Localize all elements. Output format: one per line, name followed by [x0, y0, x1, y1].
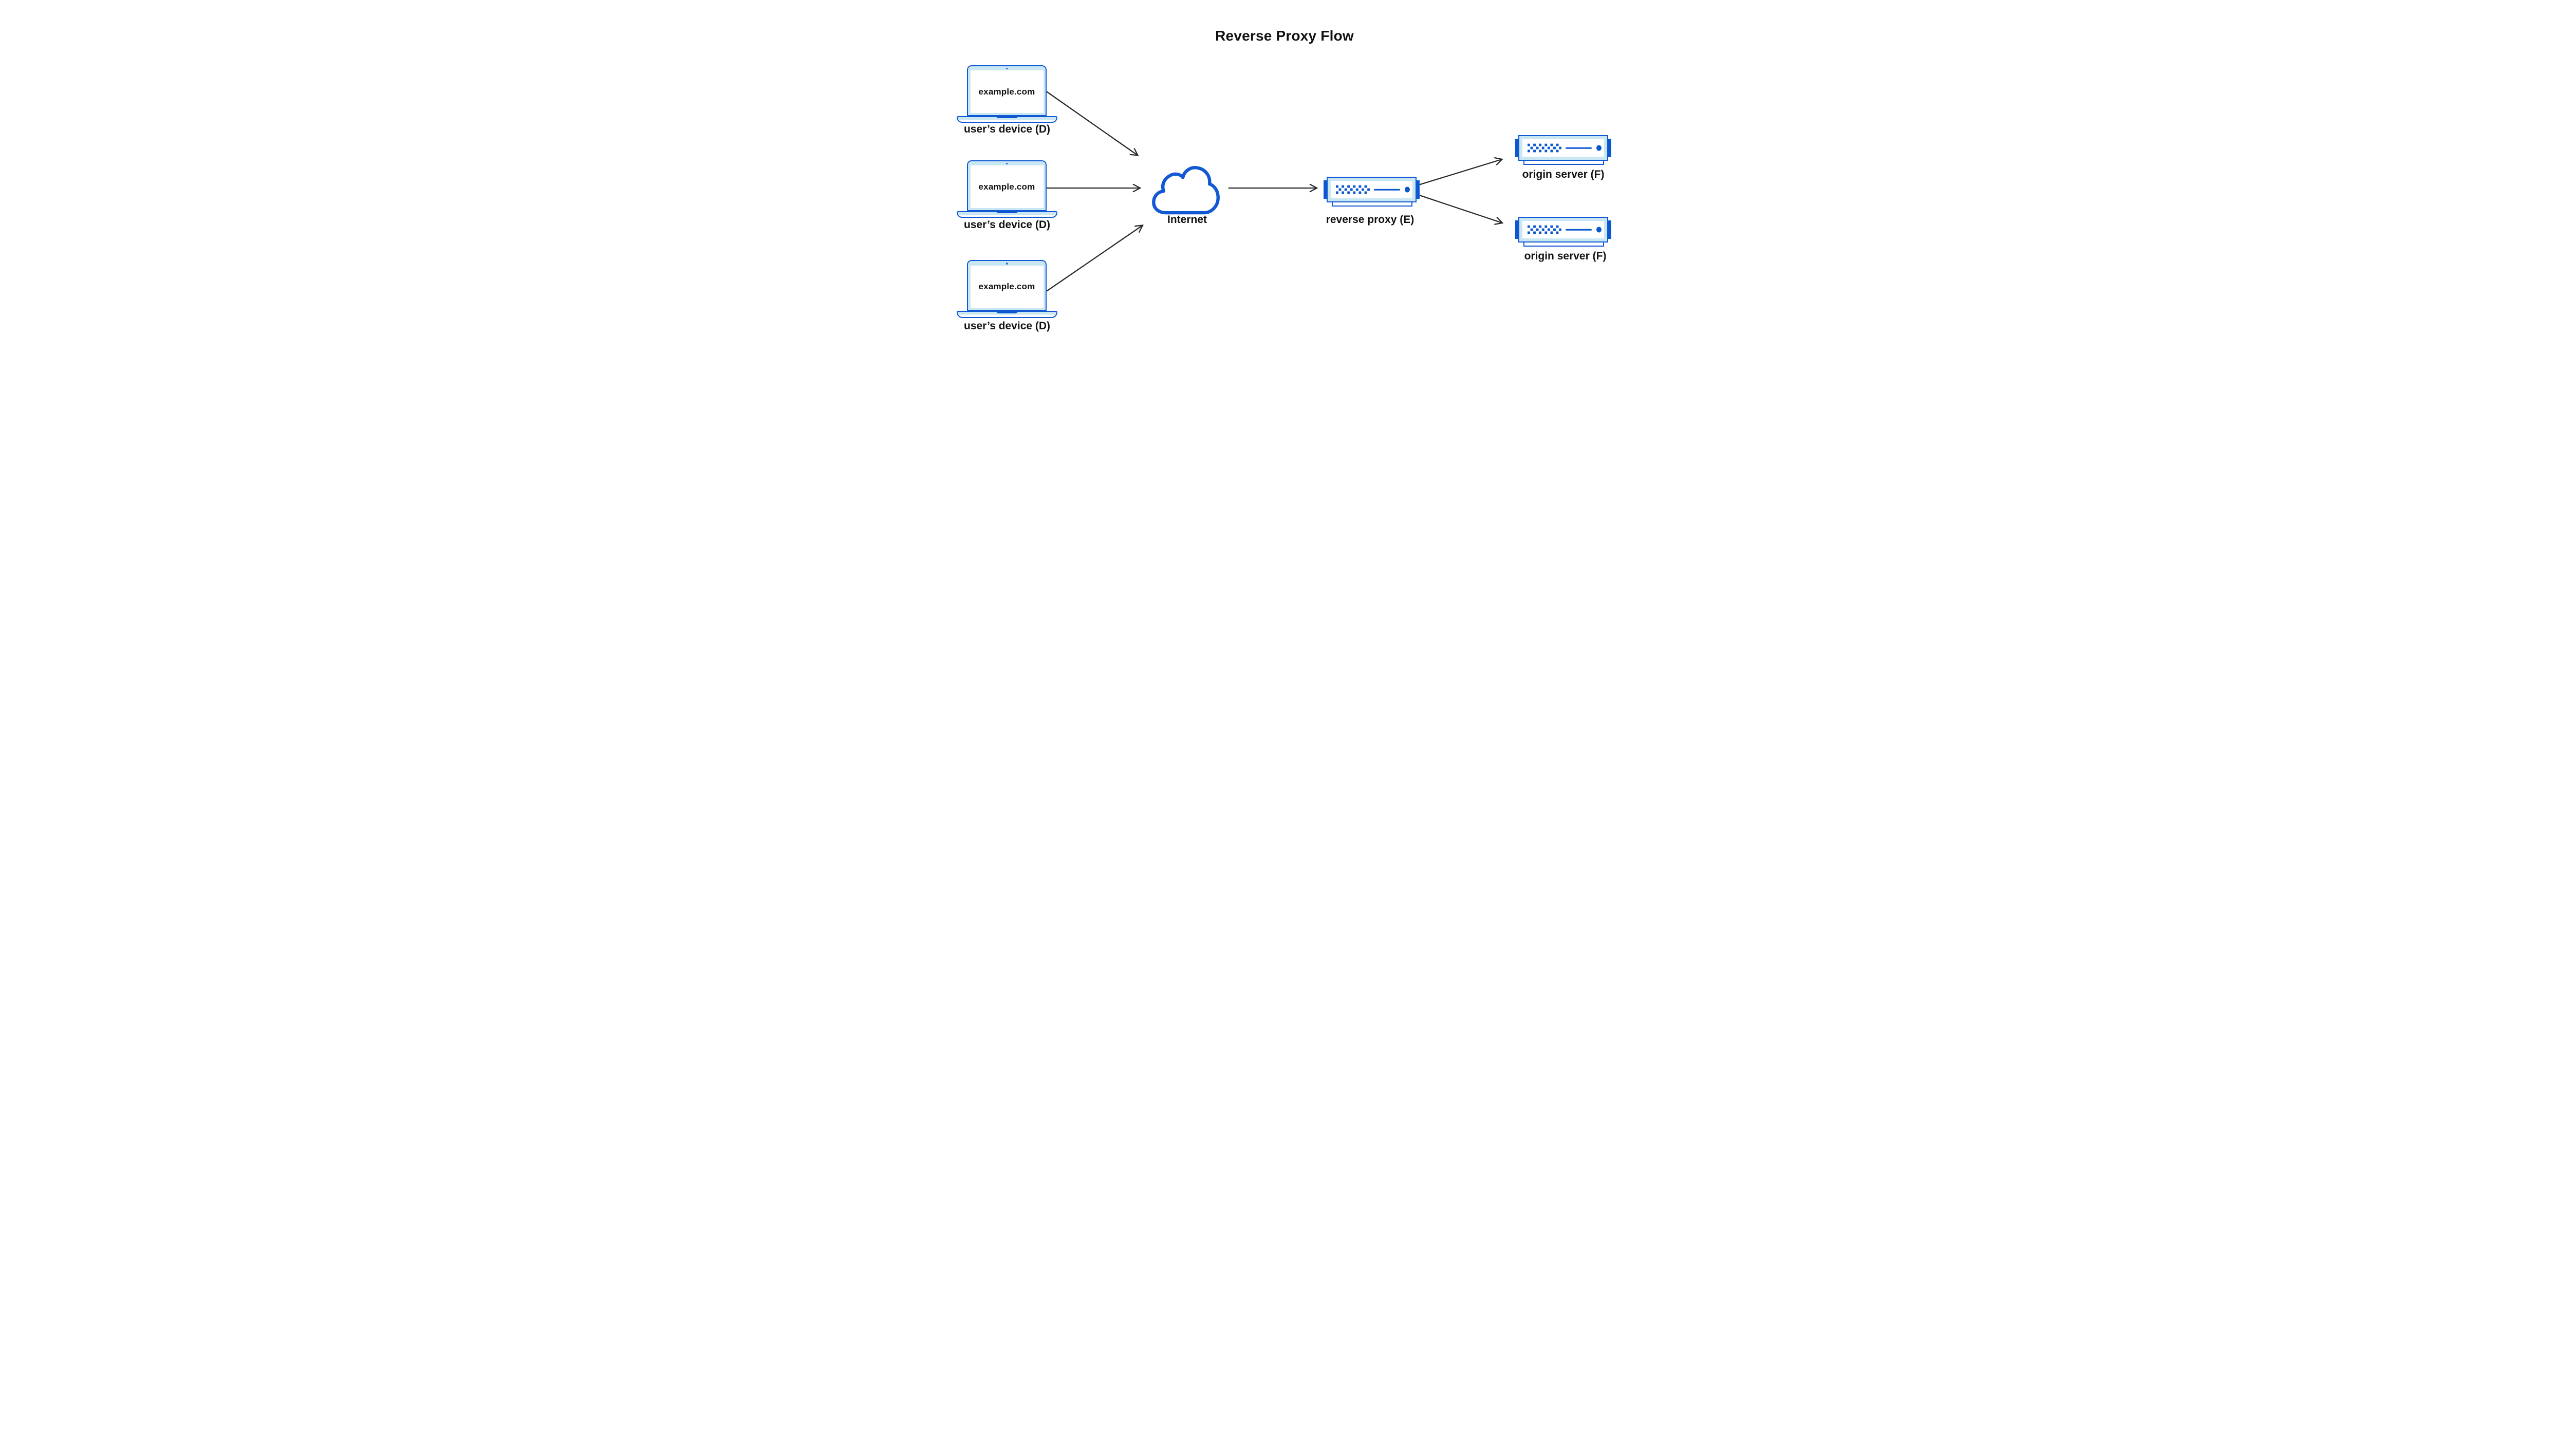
server-front-panel [1330, 181, 1412, 198]
origin-server-1-label: origin server (F) [1522, 169, 1605, 180]
server-vent-dots-icon [1335, 185, 1370, 194]
server-front-panel [1522, 221, 1604, 238]
user-device-3-label: user’s device (D) [963, 320, 1051, 332]
user-device-laptop-3: example.com [957, 260, 1057, 318]
server-right-tab [1607, 220, 1611, 239]
user-device-2-label: user’s device (D) [963, 218, 1051, 231]
laptop-camera-icon [1006, 162, 1008, 164]
user-device-1-label: user’s device (D) [963, 123, 1051, 135]
server-left-tab [1515, 139, 1519, 157]
laptop-screen-url: example.com [978, 86, 1035, 97]
laptop-hinge-notch [996, 311, 1018, 313]
origin-server-2-label: origin server (F) [1524, 250, 1607, 262]
server-slot-line [1565, 147, 1592, 149]
origin-server-icon-1 [1515, 135, 1611, 165]
server-front-panel [1522, 139, 1604, 157]
server-led-icon [1596, 227, 1602, 233]
diagram-canvas: Reverse Proxy Flow [920, 0, 1649, 364]
server-led-icon [1404, 186, 1410, 193]
server-right-tab [1607, 139, 1611, 157]
server-left-tab [1323, 180, 1328, 199]
internet-label: Internet [1167, 213, 1207, 226]
origin-server-icon-2 [1515, 217, 1611, 247]
laptop-screen-url: example.com [978, 181, 1035, 192]
laptop-camera-icon [1006, 263, 1008, 265]
laptop-screen: example.com [970, 265, 1044, 308]
server-led-icon [1596, 145, 1602, 151]
server-body [1518, 217, 1608, 242]
laptop-screen: example.com [970, 70, 1044, 113]
server-left-tab [1515, 220, 1519, 239]
arrow-device1-to-internet [1046, 91, 1138, 156]
server-slot-line [1565, 229, 1592, 231]
reverse-proxy-server-icon [1323, 177, 1420, 207]
server-body [1518, 135, 1608, 161]
arrow-device3-to-internet [1046, 226, 1143, 292]
laptop-bezel: example.com [967, 260, 1047, 311]
server-vent-dots-icon [1527, 143, 1561, 153]
laptop-screen: example.com [970, 165, 1044, 208]
server-vent-dots-icon [1527, 225, 1561, 234]
laptop-hinge-notch [996, 211, 1018, 213]
arrow-proxy-to-origin2 [1419, 195, 1502, 223]
laptop-hinge-notch [996, 116, 1018, 118]
server-right-tab [1416, 180, 1420, 199]
user-device-laptop-1: example.com [957, 65, 1057, 123]
laptop-camera-icon [1006, 67, 1008, 69]
reverse-proxy-label: reverse proxy (E) [1326, 214, 1414, 226]
internet-cloud-icon [1151, 166, 1220, 215]
diagram-title: Reverse Proxy Flow [1215, 28, 1354, 44]
server-body [1326, 177, 1417, 202]
server-slot-line [1373, 189, 1400, 191]
laptop-bezel: example.com [967, 160, 1047, 211]
arrow-proxy-to-origin1 [1419, 159, 1502, 185]
user-device-laptop-2: example.com [957, 160, 1057, 218]
laptop-screen-url: example.com [978, 282, 1035, 291]
laptop-bezel: example.com [967, 65, 1047, 116]
